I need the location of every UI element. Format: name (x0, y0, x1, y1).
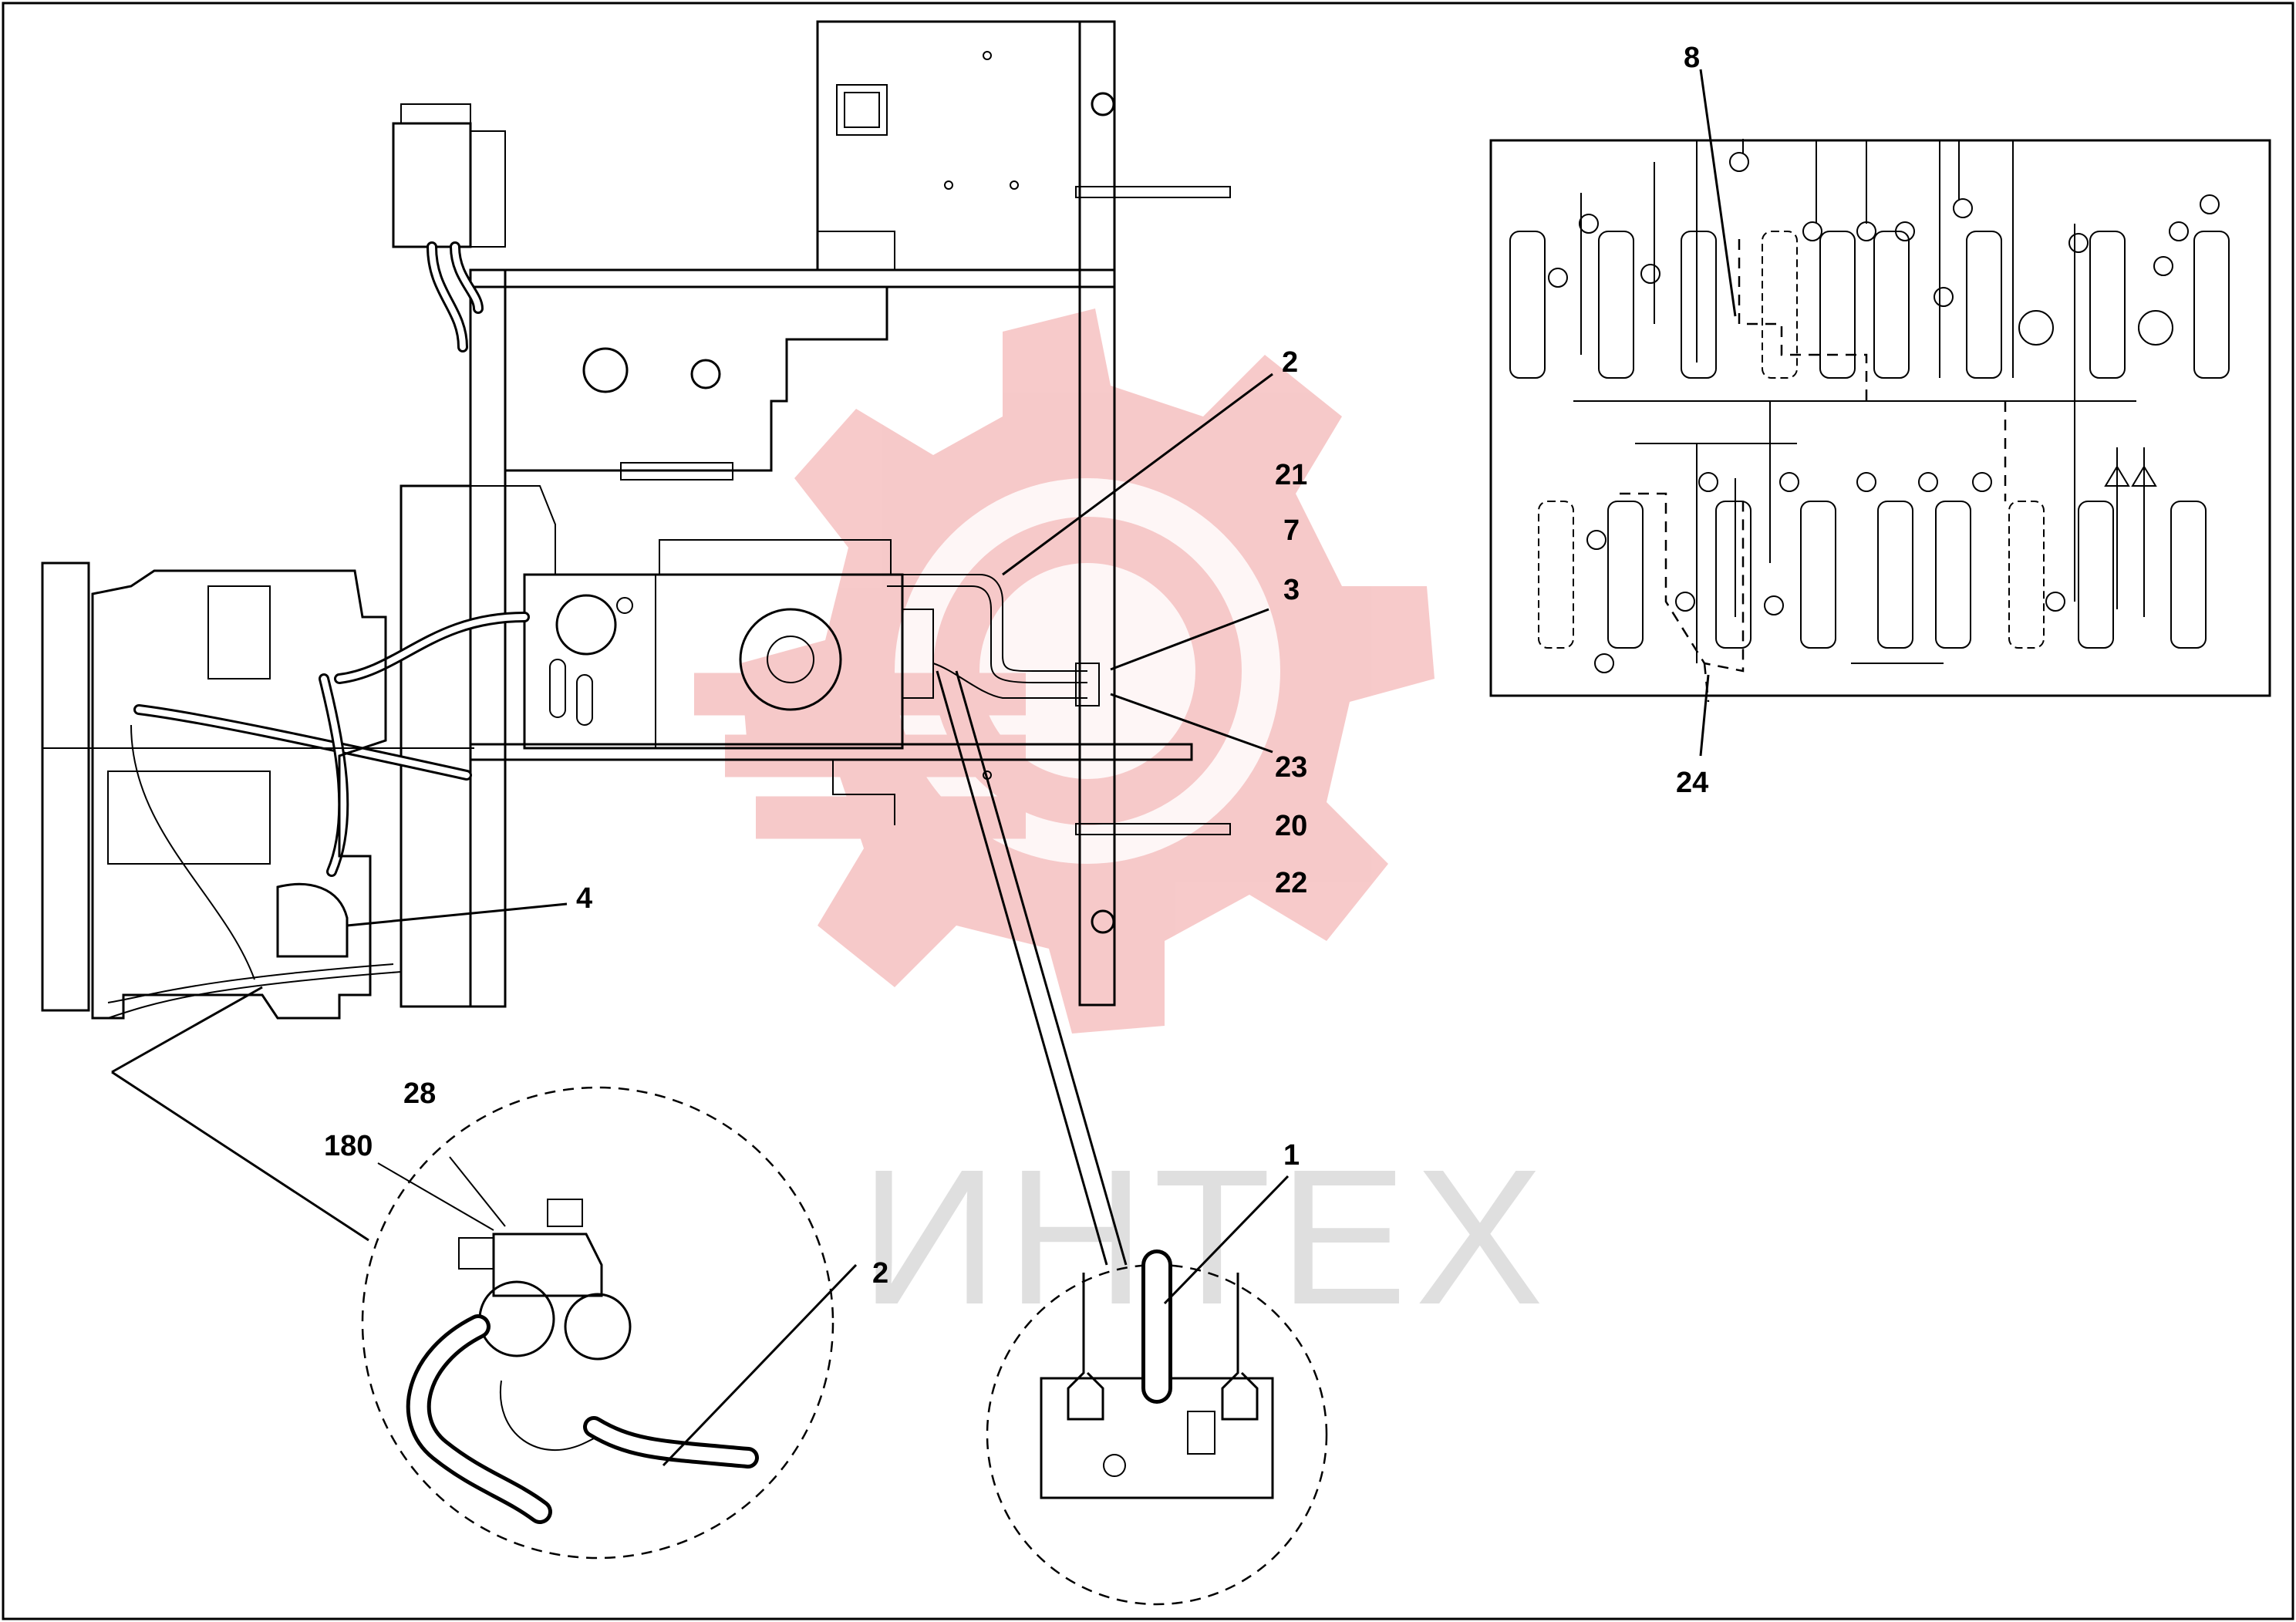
callout-4: 4 (576, 882, 592, 915)
callout-1: 1 (1283, 1139, 1300, 1172)
hydraulic-lines (107, 612, 530, 1019)
callout-20: 20 (1275, 810, 1307, 842)
callout-28: 28 (403, 1077, 436, 1110)
callout-22: 22 (1275, 867, 1307, 899)
callout-180: 180 (324, 1130, 373, 1162)
callout-24: 24 (1676, 767, 1708, 799)
watermark-text: ИНТЕХ (860, 1129, 1551, 1344)
main-frame (400, 268, 1193, 1008)
callout-3: 3 (1283, 574, 1300, 606)
callout-21: 21 (1275, 459, 1307, 491)
callout-2-bottom: 2 (872, 1257, 888, 1290)
callout-8: 8 (1684, 42, 1700, 74)
callout-labels: 8 2 21 7 3 23 20 22 24 4 28 180 1 2 (324, 42, 1708, 1290)
engine-block (41, 561, 474, 1020)
electric-box (392, 103, 506, 352)
detail-view-connection (936, 670, 1328, 1606)
callout-23: 23 (1275, 751, 1307, 784)
hydraulic-tank (523, 539, 1100, 750)
watermark-logo: ИНТЕХ (694, 309, 1551, 1344)
leader-lines (346, 69, 1737, 927)
electrical-schematic (1489, 139, 2271, 703)
callout-7: 7 (1283, 514, 1300, 547)
callout-2-top: 2 (1282, 346, 1298, 379)
detail-view-pump (111, 986, 858, 1560)
